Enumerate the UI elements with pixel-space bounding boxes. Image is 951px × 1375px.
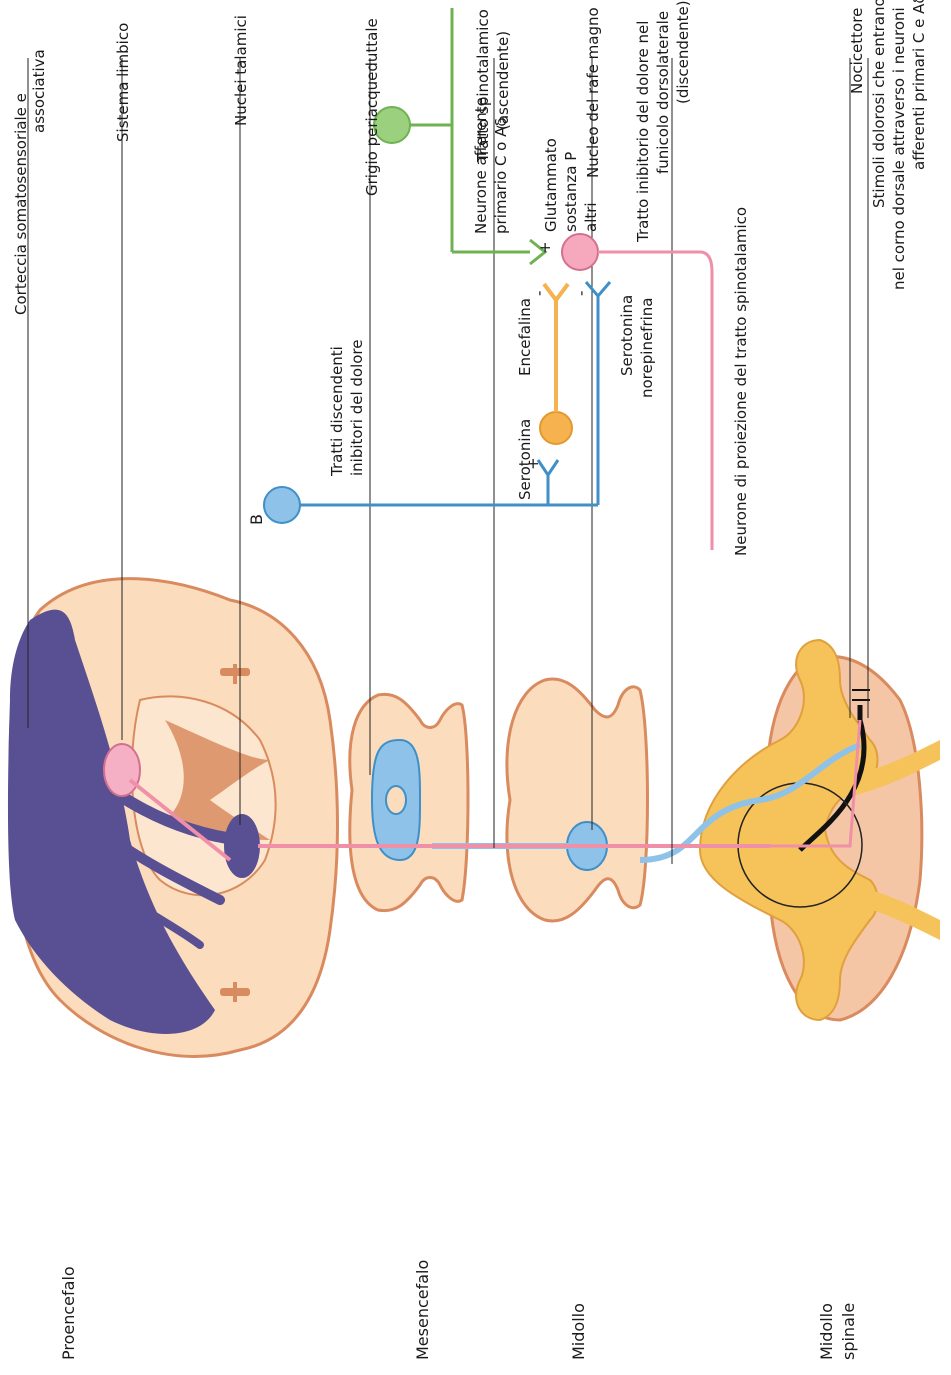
region-mesencefalo: Mesencefalo [413,1260,432,1360]
spinal-cord-section [640,640,940,1020]
label-grigio: Grigio periacqueduttale [363,18,381,196]
descending-neuron-soma [264,487,300,523]
label-tratti-disc-2: inibitori del dolore [348,340,366,477]
label-tratto-inib-1: Tratto inibitorio del dolore nel [634,21,652,243]
label-stimoli-3: afferenti primari C e Aδ [910,0,928,170]
label-corteccia-2: associativa [30,49,48,133]
label-neurone-aff-1: Neurone afferente [472,97,490,234]
label-proiezione: Neurone di proiezione del tratto spinota… [732,207,750,556]
label-stimoli-1: Stimoli dolorosi che entrano [870,0,888,208]
label-stimoli-2: nel corno dorsale attraverso i neuroni [890,7,908,290]
label-tratto-inib-3: (discendente) [674,0,692,104]
label-sistema-limbico: Sistema limbico [114,23,132,142]
midbrain-section [350,694,468,910]
sign-minus-sero: - [572,291,590,296]
panel-letter-b: B [247,514,266,525]
label-nuclei-talamici: Nuclei talamici [232,15,250,126]
label-tratto-inib-2: funicolo dorsolaterale [654,11,672,174]
region-proencefalo: Proencefalo [59,1266,78,1360]
label-glutammato-1: Glutammato [542,138,560,232]
label-tratti-disc-1: Tratti discendenti [328,346,346,477]
forebrain-section [8,579,338,1057]
label-sero-norepi-1: Serotonina [618,295,636,376]
encefalina-neuron-soma [540,412,572,444]
region-midollo-spinale-1: Midollo [817,1303,836,1360]
label-nocicettore: Nocicettore [848,8,866,94]
label-sero-norepi-2: norepinefrina [638,298,656,399]
label-corteccia-1: Corteccia somatosensoriale e [12,93,30,315]
label-glutammato-2: sostanza P [562,152,580,232]
label-encefalina: Encefalina [516,298,534,376]
projection-neuron-soma [562,234,598,270]
label-neurone-aff-2: primario C o Aδ [492,117,510,234]
region-midollo-spinale-2: spinale [839,1303,858,1360]
label-rafe: Nucleo del rafe magno [584,7,602,178]
sign-plus-sero: + [524,457,542,470]
label-tratto-spino-2: (ascendente) [494,31,512,130]
label-glutammato-3: altri [582,202,600,232]
sign-minus-enc: - [530,291,548,296]
sign-plus-glut: + [536,241,554,254]
region-midollo: Midollo [569,1303,588,1360]
